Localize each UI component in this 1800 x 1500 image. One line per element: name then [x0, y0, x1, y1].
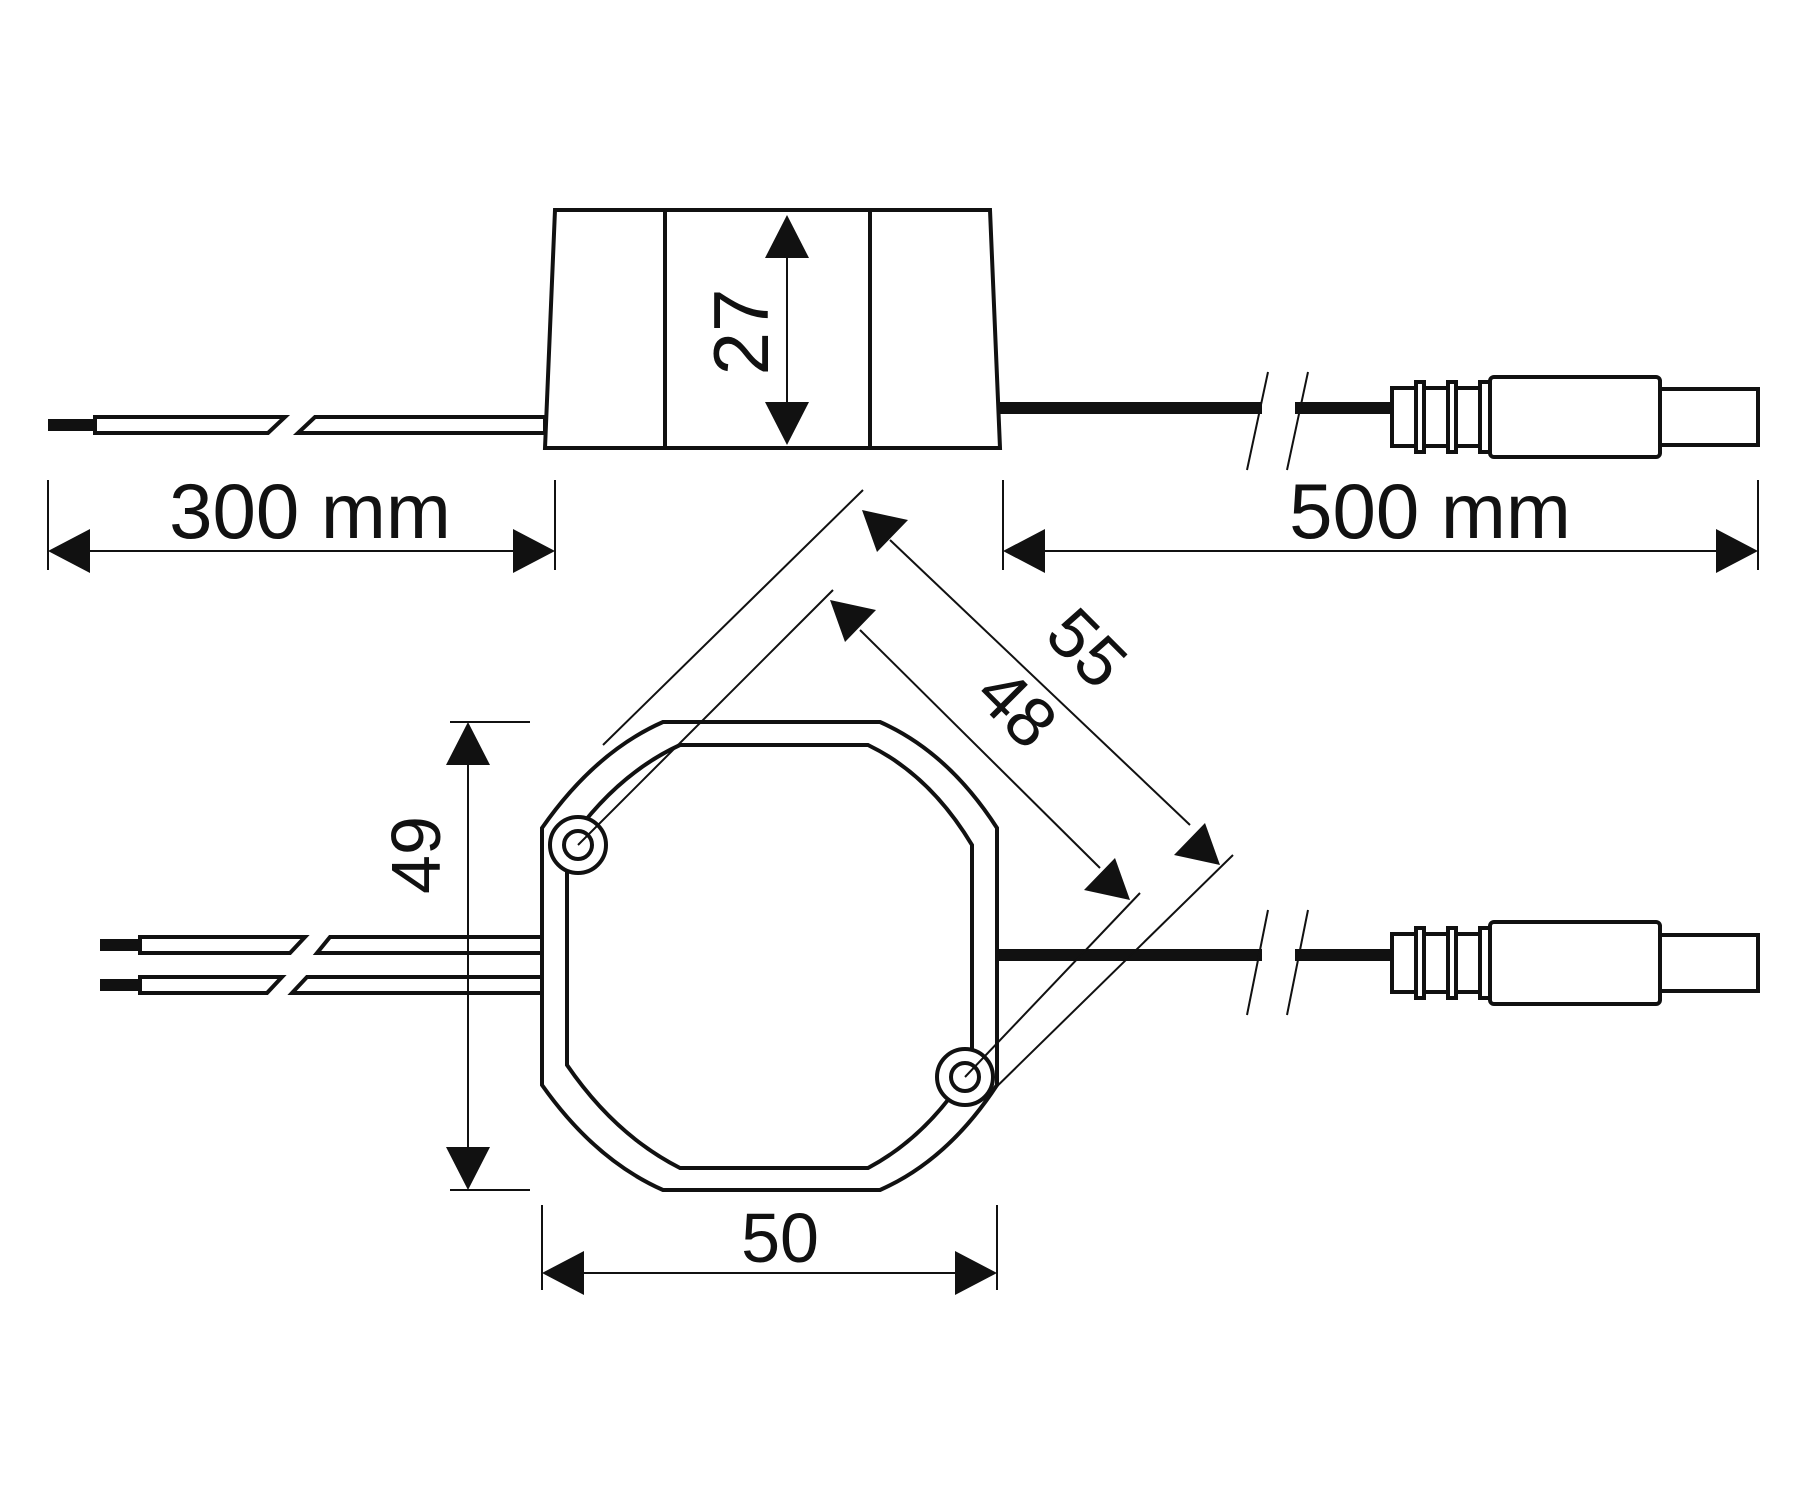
plug-strain-relief — [1390, 386, 1418, 448]
arrow-right-icon — [1716, 529, 1758, 573]
extension-line — [964, 892, 1141, 1078]
dimension-input-lead: 300 mm — [169, 467, 451, 555]
input-wire-segment — [138, 935, 310, 955]
arrow-left-icon — [542, 1251, 584, 1295]
side-view: 27 300 mm 5 — [47, 208, 1760, 573]
dimension-width-top: 50 — [741, 1199, 819, 1277]
plug-barrel — [1658, 933, 1760, 993]
dimension-height-side: 27 — [697, 289, 785, 376]
arrow-left-icon — [48, 529, 90, 573]
arrow-up-left-icon — [862, 510, 908, 552]
arrow-right-icon — [955, 1251, 997, 1295]
input-wire-segment — [287, 975, 544, 995]
arrow-down-icon — [446, 1147, 490, 1190]
mounting-hole-icon — [949, 1061, 981, 1093]
arrow-down-icon — [765, 402, 809, 445]
plug-strain-relief — [1454, 386, 1482, 448]
mounting-hole-icon — [562, 829, 594, 861]
cable-break-mark — [1246, 371, 1269, 471]
dimension-output-cable: 500 mm — [1289, 467, 1571, 555]
top-housing-inner — [565, 743, 974, 1170]
input-wire-segment — [93, 415, 291, 435]
arrow-down-right-icon — [1084, 858, 1130, 900]
plug-strain-relief — [1422, 932, 1450, 994]
top-view: 49 50 55 48 — [100, 489, 1760, 1295]
arrow-down-right-icon — [1174, 823, 1220, 865]
dimension-line-55 — [889, 539, 1191, 826]
extension-line — [982, 854, 1234, 1101]
plug-strain-relief — [1454, 932, 1482, 994]
plug-strain-relief — [1422, 386, 1450, 448]
side-housing — [542, 208, 1003, 450]
plug-body — [1488, 375, 1662, 459]
input-wire-segment — [138, 975, 287, 995]
dimension-line-48 — [859, 629, 1101, 869]
extension-line — [577, 589, 834, 846]
dc-plug — [1390, 375, 1760, 459]
dimension-height-top: 49 — [377, 816, 455, 894]
arrow-right-icon — [513, 529, 555, 573]
dc-plug — [1390, 920, 1760, 1006]
arrow-up-left-icon — [830, 600, 876, 642]
cable-break-mark — [1286, 371, 1309, 471]
cable-break-mark — [1286, 909, 1309, 1016]
arrow-left-icon — [1003, 529, 1045, 573]
input-wire-segment — [292, 415, 547, 435]
plug-barrel — [1658, 387, 1760, 447]
input-wire-segment — [312, 935, 544, 955]
extension-line — [602, 489, 864, 746]
cable-break-mark — [1246, 909, 1269, 1016]
plug-body — [1488, 920, 1662, 1006]
top-housing-outer — [540, 720, 999, 1192]
arrow-up-icon — [765, 215, 809, 258]
plug-strain-relief — [1390, 932, 1418, 994]
arrow-up-icon — [446, 722, 490, 765]
